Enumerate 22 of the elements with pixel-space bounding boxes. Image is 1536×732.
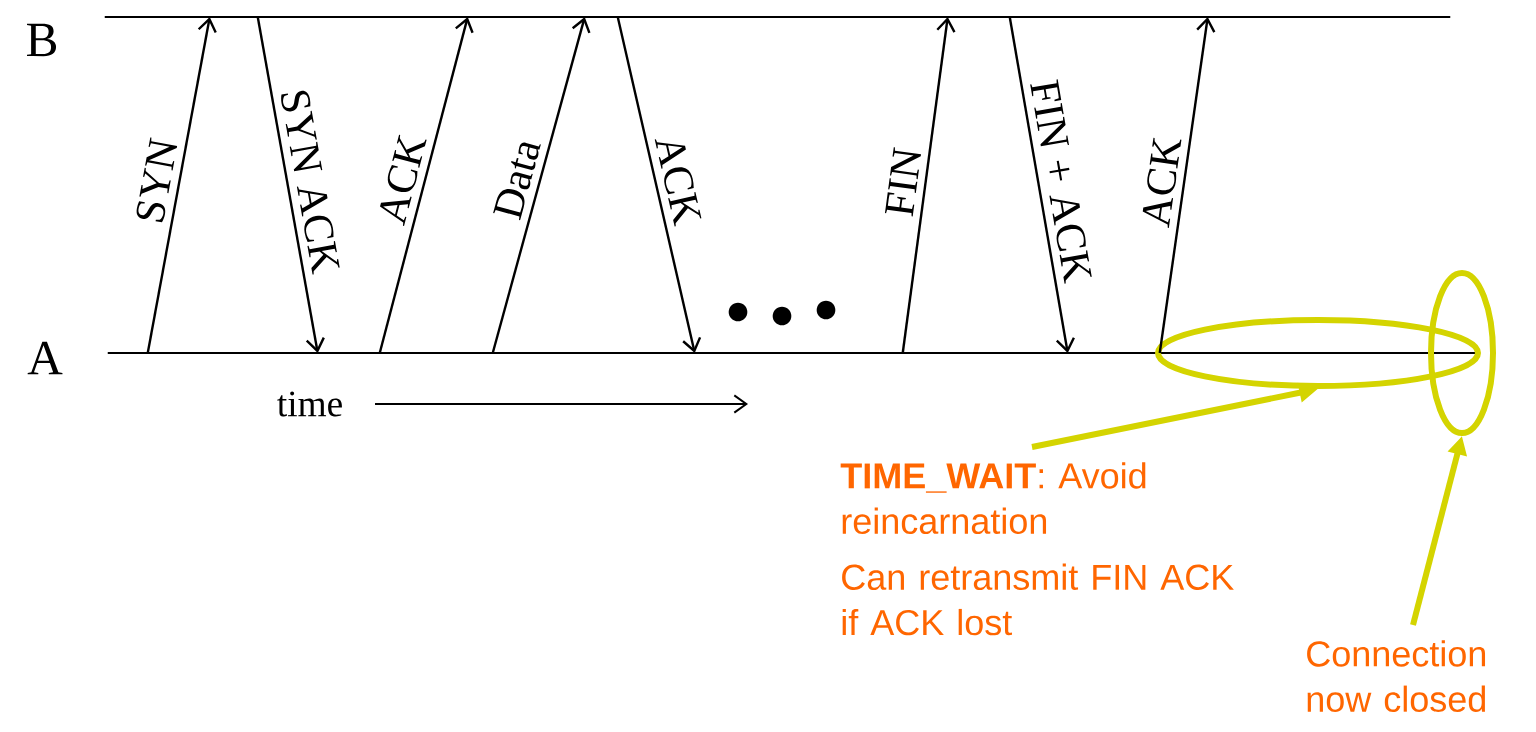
highlight-ellipse	[1155, 317, 1481, 389]
message-arrow	[378, 17, 474, 354]
timeline-label: B	[27, 23, 57, 57]
edge-label: SYN	[136, 137, 178, 223]
edge-label: ACK	[380, 134, 427, 226]
edge-label: ACK	[654, 139, 702, 227]
message-arrow	[256, 16, 325, 353]
message-arrow	[146, 17, 217, 354]
edge-label: SYN ACK	[281, 90, 340, 275]
note-text: Connection now closed	[1307, 640, 1486, 713]
edge-label: Data	[493, 142, 541, 221]
note-text: TIME_WAIT: Avoid reincarnation Can retransmit FIN ACK if ACK lost	[840, 462, 1234, 636]
edge-label: FIN	[884, 147, 921, 217]
edge-label: FIN + ACK	[1030, 79, 1092, 284]
message-arrow	[1158, 17, 1216, 354]
message-arrow	[616, 16, 702, 353]
highlight-ellipse	[1428, 270, 1496, 436]
message-arrow	[1008, 16, 1075, 353]
message-arrow	[491, 17, 591, 354]
timeline-label: A	[27, 341, 63, 375]
message-arrow	[901, 17, 956, 354]
edge-label: ACK	[1142, 137, 1182, 228]
